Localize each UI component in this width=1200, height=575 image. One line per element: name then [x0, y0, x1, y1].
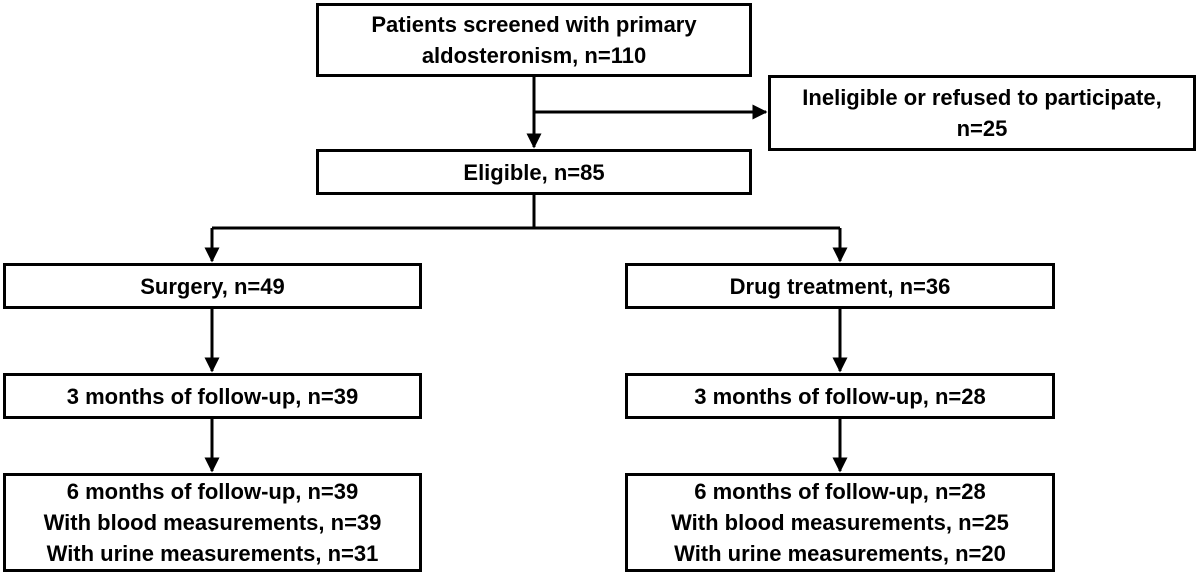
drug-followup-3m-box: 3 months of follow-up, n=28: [625, 373, 1055, 419]
drug-treatment-label: Drug treatment, n=36: [729, 273, 951, 299]
surgery-followup-3m-label: 3 months of follow-up, n=39: [66, 383, 359, 409]
screened-line-2: aldosteronism, n=110: [421, 43, 647, 68]
surgery-followup-6m-label: 6 months of follow-up, n=39: [66, 479, 359, 504]
drug-treatment-box: Drug treatment, n=36: [625, 263, 1055, 309]
drug-urine-label: With urine measurements, n=20: [674, 541, 1006, 566]
screened-line-1: Patients screened with primary: [371, 12, 697, 37]
screened-box: Patients screened with primary aldostero…: [316, 3, 752, 77]
surgery-blood-label: With blood measurements, n=39: [43, 510, 382, 535]
surgery-box: Surgery, n=49: [3, 263, 422, 309]
drug-blood-label: With blood measurements, n=25: [671, 510, 1009, 535]
drug-followup-6m-box: 6 months of follow-up, n=28 With blood m…: [625, 473, 1055, 572]
eligible-label: Eligible, n=85: [463, 159, 605, 185]
drug-followup-3m-label: 3 months of follow-up, n=28: [694, 383, 986, 409]
excluded-line-2: n=25: [956, 116, 1008, 141]
surgery-followup-6m-box: 6 months of follow-up, n=39 With blood m…: [3, 473, 422, 572]
surgery-urine-label: With urine measurements, n=31: [46, 541, 379, 566]
drug-followup-6m-label: 6 months of follow-up, n=28: [694, 479, 986, 504]
eligible-box: Eligible, n=85: [316, 149, 752, 195]
surgery-label: Surgery, n=49: [140, 273, 285, 299]
excluded-box: Ineligible or refused to participate, n=…: [768, 75, 1196, 151]
excluded-line-1: Ineligible or refused to participate,: [802, 85, 1162, 110]
surgery-followup-3m-box: 3 months of follow-up, n=39: [3, 373, 422, 419]
